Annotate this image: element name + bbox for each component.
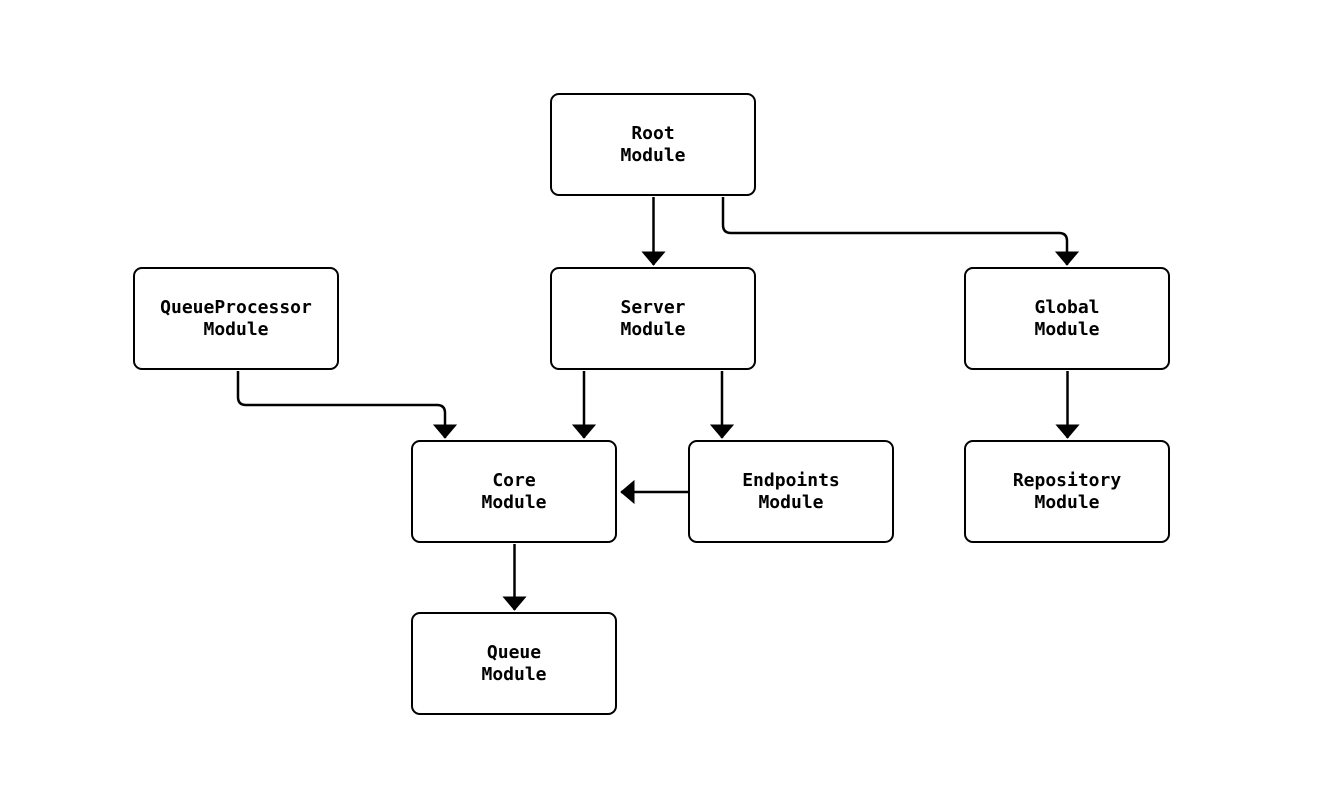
node-queueprocessor-module: QueueProcessor Module [133, 267, 339, 370]
node-core-module-label: Core Module [481, 469, 547, 513]
node-queue-module: Queue Module [411, 612, 617, 715]
edge-root-to-global [721, 197, 1080, 266]
node-global-module: Global Module [964, 267, 1170, 370]
node-server-module-label: Server Module [620, 296, 686, 340]
node-repository-module-label: Repository Module [1012, 469, 1122, 513]
node-repository-module: Repository Module [964, 440, 1170, 543]
node-global-module-label: Global Module [1034, 296, 1100, 340]
node-root-module: Root Module [550, 93, 756, 196]
node-endpoints-module: Endpoints Module [688, 440, 894, 543]
node-server-module: Server Module [550, 267, 756, 370]
edge-queueprocessor-to-core [236, 371, 458, 439]
node-endpoints-module-label: Endpoints Module [742, 469, 840, 513]
node-root-module-label: Root Module [620, 122, 686, 166]
node-queueprocessor-module-label: QueueProcessor Module [160, 296, 312, 340]
node-queue-module-label: Queue Module [481, 641, 547, 685]
node-core-module: Core Module [411, 440, 617, 543]
